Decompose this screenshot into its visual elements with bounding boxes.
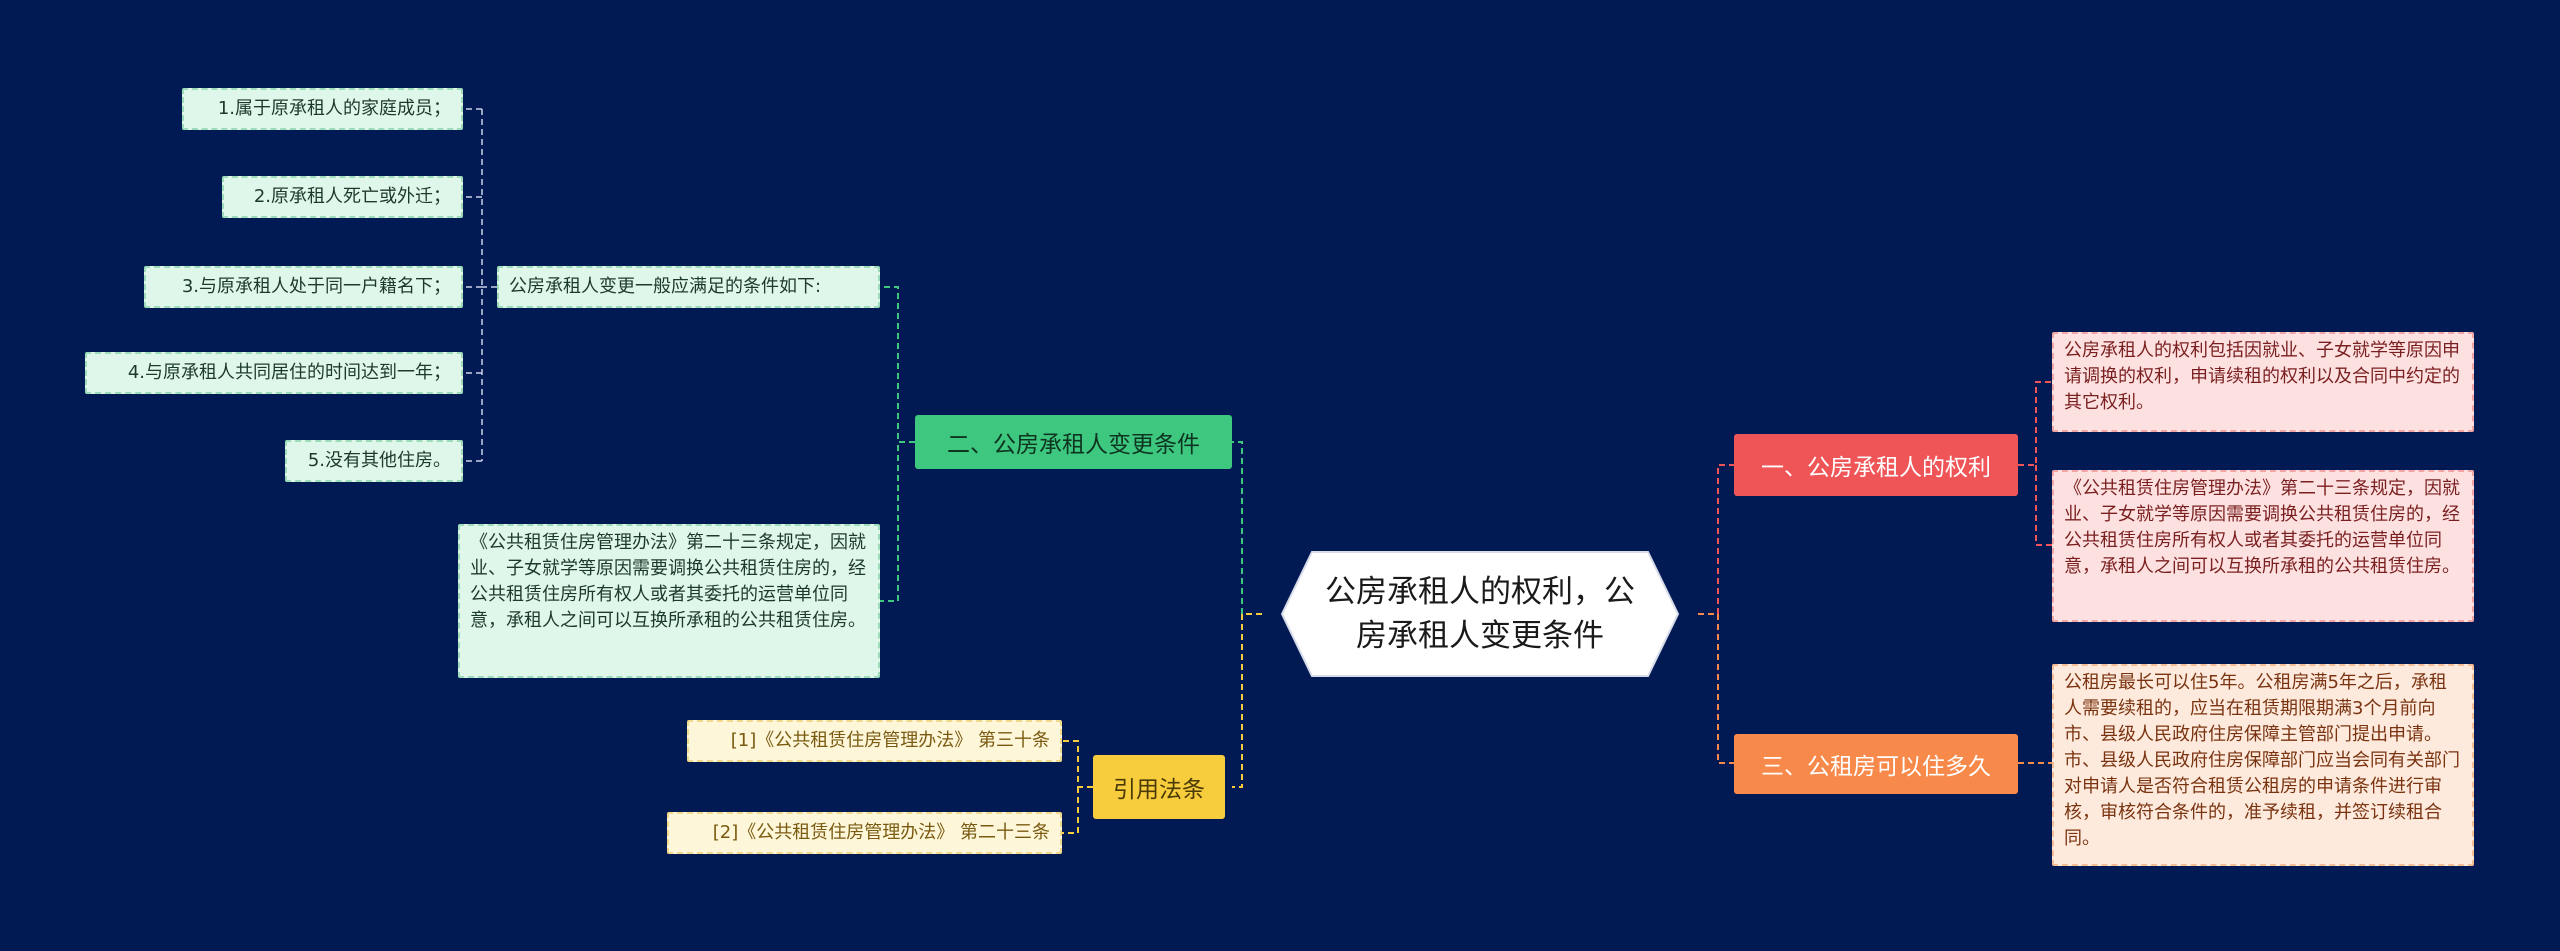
condition-item-1[interactable]: 1.属于原承租人的家庭成员； (182, 88, 463, 130)
duration-text[interactable]: 公租房最长可以住5年。公租房满5年之后，承租人需要续租的，应当在租赁期限期满3个… (2052, 664, 2474, 866)
link-center-change-conditions (1232, 441, 1262, 615)
branch-duration[interactable]: 三、公租房可以住多久 (1734, 734, 2018, 794)
condition-item-3[interactable]: 3.与原承租人处于同一户籍名下； (144, 266, 463, 308)
link-change-regulation (880, 441, 915, 602)
link-general-conditions (463, 108, 497, 462)
rights-item-1[interactable]: 公房承租人的权利包括因就业、子女就学等原因申请调换的权利，申请续租的权利以及合同… (2052, 332, 2474, 432)
link-center-citations (1232, 613, 1262, 788)
center-title: 公房承租人的权利，公房承租人变更条件 (1325, 574, 1635, 654)
center-topic[interactable]: 公房承租人的权利，公房承租人变更条件 (1260, 550, 1700, 678)
link-citations-items (1062, 740, 1093, 834)
citation-item-2[interactable]: [2]《公共租赁住房管理办法》 第二十三条 (667, 812, 1062, 854)
condition-item-2[interactable]: 2.原承租人死亡或外迁； (222, 176, 463, 218)
branch-change-conditions[interactable]: 二、公房承租人变更条件 (915, 415, 1232, 469)
condition-item-4[interactable]: 4.与原承租人共同居住的时间达到一年； (85, 352, 463, 394)
link-rights-items (2018, 381, 2052, 546)
branch-citations[interactable]: 引用法条 (1093, 755, 1225, 819)
center-hexagon (1280, 551, 1680, 677)
branch-rights[interactable]: 一、公房承租人的权利 (1734, 434, 2018, 496)
rights-item-2[interactable]: 《公共租赁住房管理办法》第二十三条规定，因就业、子女就学等原因需要调换公共租赁住… (2052, 470, 2474, 622)
general-conditions-label[interactable]: 公房承租人变更一般应满足的条件如下: (497, 266, 880, 308)
link-center-rights (1698, 464, 1734, 615)
link-center-duration (1698, 613, 1734, 764)
change-regulation-note[interactable]: 《公共租赁住房管理办法》第二十三条规定，因就业、子女就学等原因需要调换公共租赁住… (458, 524, 880, 678)
link-change-general (880, 286, 915, 443)
citation-item-1[interactable]: [1]《公共租赁住房管理办法》 第三十条 (687, 720, 1062, 762)
condition-item-5[interactable]: 5.没有其他住房。 (285, 440, 463, 482)
